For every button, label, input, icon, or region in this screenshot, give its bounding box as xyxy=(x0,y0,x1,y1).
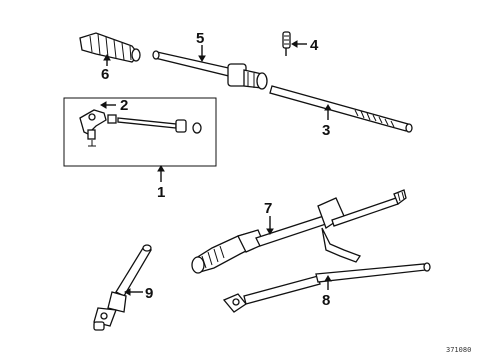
diagram-code: 371080 xyxy=(446,346,471,354)
callout-5: 5 xyxy=(196,30,204,47)
callout-1: 1 xyxy=(157,184,165,201)
callout-3: 3 xyxy=(322,122,330,139)
part-8-intermediate-shaft xyxy=(222,262,431,313)
part-3-rack-bar xyxy=(269,85,413,133)
callout-9: 9 xyxy=(145,285,153,302)
part-6-steering-boot xyxy=(79,32,141,63)
part-1-tie-rod-box xyxy=(63,97,217,167)
part-7-steering-column xyxy=(191,189,407,274)
part-9-u-joint-shaft xyxy=(93,244,153,331)
part-2-tie-rod-end xyxy=(79,109,202,147)
part-5-rack-housing xyxy=(152,50,268,90)
callout-8: 8 xyxy=(322,292,330,309)
callout-7: 7 xyxy=(264,200,272,217)
callout-6: 6 xyxy=(101,66,109,83)
part-4-fitting xyxy=(282,31,291,56)
callout-2: 2 xyxy=(120,97,128,114)
callout-4: 4 xyxy=(310,37,319,54)
